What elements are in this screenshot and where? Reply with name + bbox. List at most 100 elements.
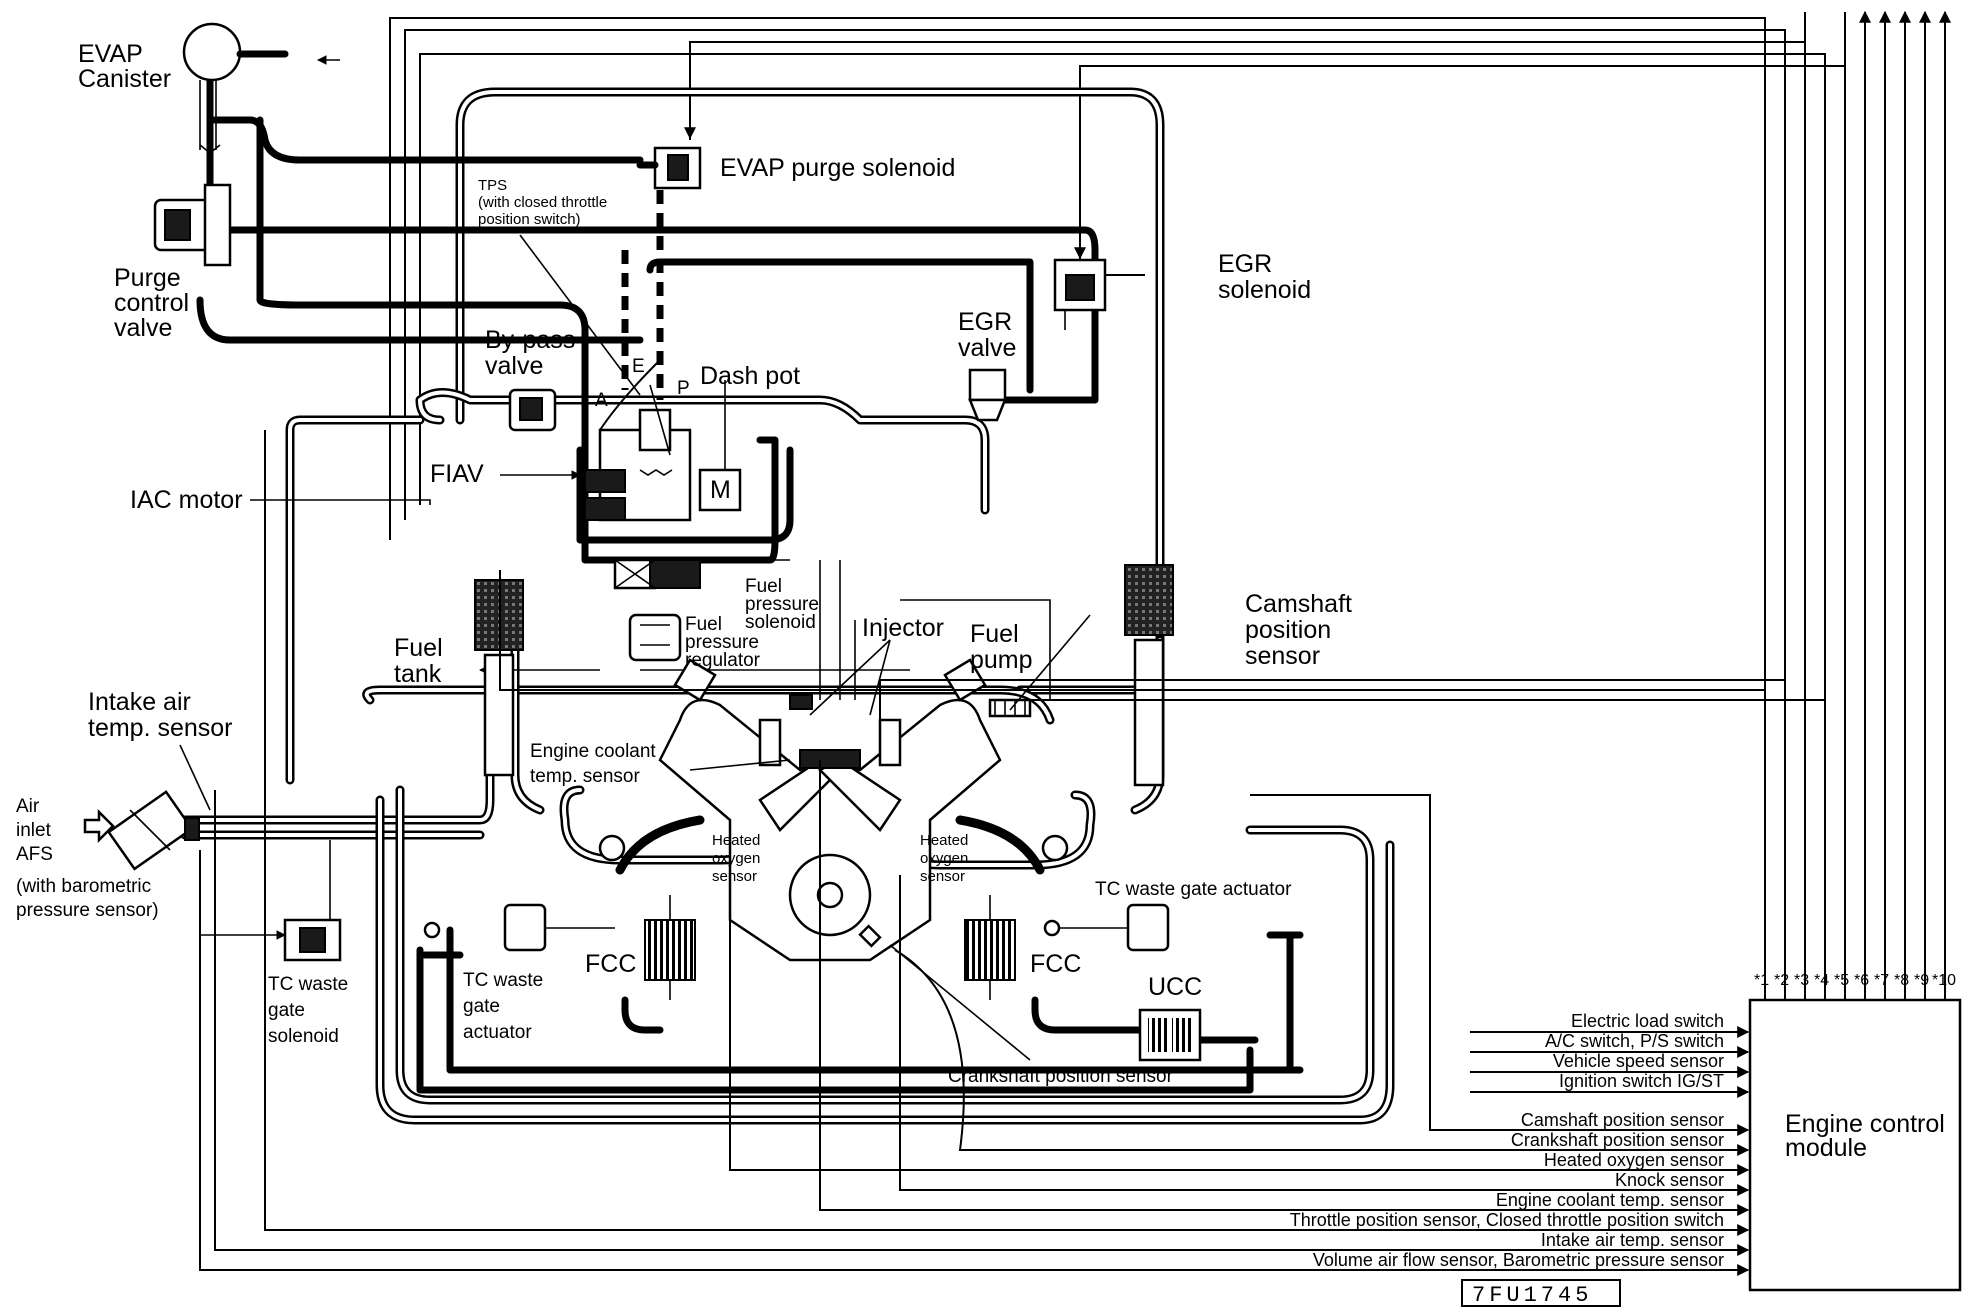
terminal-6: *6 bbox=[1854, 972, 1869, 989]
terminal-3: *3 bbox=[1794, 972, 1809, 989]
input-camshaft-position-sensor: Camshaft position sensor bbox=[1521, 1110, 1724, 1130]
tc-waste-gate-actuator-right-label: TC waste gate actuator bbox=[1095, 879, 1292, 900]
purge-control-valve-label: Purge control valve bbox=[114, 264, 189, 342]
ucc-label: UCC bbox=[1148, 973, 1202, 1001]
air-cleaner-right bbox=[1124, 564, 1174, 787]
engine-coolant-temp-sensor-label: Engine coolant temp. sensor bbox=[530, 741, 656, 787]
svg-text:Fuel: Fuel bbox=[970, 620, 1019, 648]
svg-text:TPS: TPS bbox=[478, 177, 507, 194]
svg-text:Fuel: Fuel bbox=[685, 614, 722, 635]
svg-text:(with closed throttle: (with closed throttle bbox=[478, 194, 607, 211]
svg-text:AFS: AFS bbox=[16, 844, 53, 865]
svg-text:sensor: sensor bbox=[1245, 642, 1320, 670]
svg-text:gate: gate bbox=[268, 1000, 305, 1021]
svg-text:Fuel: Fuel bbox=[745, 576, 782, 597]
ecm-input-labels: Electric load switch A/C switch, P/S swi… bbox=[1290, 1011, 1724, 1270]
svg-text:temp. sensor: temp. sensor bbox=[88, 714, 233, 742]
input-knock-sensor: Knock sensor bbox=[1615, 1170, 1724, 1190]
svg-text:regulator: regulator bbox=[685, 650, 761, 671]
fuel-tank-label: Fuel tank bbox=[394, 634, 443, 688]
svg-text:pump: pump bbox=[970, 646, 1033, 674]
svg-text:pressure: pressure bbox=[685, 632, 759, 653]
fuel-pressure-solenoid bbox=[613, 558, 701, 590]
throttle-body: M bbox=[508, 384, 742, 522]
input-engine-coolant-temp-sensor: Engine coolant temp. sensor bbox=[1496, 1190, 1724, 1210]
svg-text:Purge: Purge bbox=[114, 264, 181, 292]
intake-air-temp-sensor-label: Intake air temp. sensor bbox=[88, 688, 233, 742]
svg-text:EGR: EGR bbox=[1218, 250, 1272, 278]
svg-text:sensor: sensor bbox=[712, 868, 757, 885]
evap-canister-label: EVAP Canister bbox=[78, 40, 171, 93]
bypass-valve-label: By-pass valve bbox=[485, 326, 575, 380]
svg-text:Intake air: Intake air bbox=[88, 688, 191, 716]
terminal-4: *4 bbox=[1814, 972, 1829, 989]
input-vehicle-speed-sensor: Vehicle speed sensor bbox=[1553, 1051, 1724, 1071]
terminal-9: *9 bbox=[1914, 972, 1929, 989]
svg-text:pressure sensor): pressure sensor) bbox=[16, 900, 159, 921]
tc-waste-gate-solenoid-body bbox=[283, 840, 342, 962]
svg-text:By-pass: By-pass bbox=[485, 326, 575, 354]
svg-text:inlet: inlet bbox=[16, 820, 52, 841]
fiav-label: FIAV bbox=[430, 460, 484, 488]
tps-label: TPS (with closed throttle position switc… bbox=[478, 177, 607, 228]
terminal-1: *1 bbox=[1754, 972, 1769, 989]
input-volume-air-flow-sensor: Volume air flow sensor, Barometric press… bbox=[1313, 1250, 1724, 1270]
input-heated-oxygen-sensor: Heated oxygen sensor bbox=[1544, 1150, 1724, 1170]
camshaft-position-sensor-label: Camshaft position sensor bbox=[1245, 590, 1352, 670]
air-flow-sensor bbox=[83, 790, 200, 871]
engine-control-module bbox=[1748, 998, 1962, 1292]
evap-canister bbox=[182, 22, 340, 150]
svg-text:module: module bbox=[1785, 1134, 1867, 1162]
egr-solenoid bbox=[1053, 258, 1107, 330]
input-throttle-position-sensor: Throttle position sensor, Closed throttl… bbox=[1290, 1210, 1724, 1230]
svg-text:7FU1745: 7FU1745 bbox=[1472, 1283, 1592, 1308]
svg-text:oxygen: oxygen bbox=[712, 850, 760, 867]
terminal-7: *7 bbox=[1874, 972, 1889, 989]
ecm-input-wires bbox=[199, 12, 1846, 1276]
port-p-label: P bbox=[677, 378, 690, 399]
egr-valve bbox=[968, 368, 1007, 422]
svg-text:(with barometric: (with barometric bbox=[16, 876, 151, 897]
figure-id: 7FU1745 bbox=[1461, 1279, 1621, 1308]
fcc-right-label: FCC bbox=[1030, 950, 1081, 978]
svg-text:Camshaft: Camshaft bbox=[1245, 590, 1352, 618]
svg-text:Fuel: Fuel bbox=[394, 634, 443, 662]
input-intake-air-temp-sensor: Intake air temp. sensor bbox=[1541, 1230, 1724, 1250]
ecm-terminal-numbers: *1 *2 *3 *4 *5 *6 *7 *8 *9 *10 bbox=[1754, 972, 1956, 989]
ucc-body bbox=[1138, 1008, 1202, 1062]
egr-valve-label: EGR valve bbox=[958, 308, 1016, 362]
heated-oxygen-sensor-right-label: Heated oxygen sensor bbox=[920, 832, 968, 885]
svg-text:valve: valve bbox=[958, 334, 1016, 362]
svg-text:EVAP: EVAP bbox=[78, 40, 143, 68]
svg-text:temp. sensor: temp. sensor bbox=[530, 766, 640, 787]
engine-control-module-label: Engine control module bbox=[1785, 1110, 1945, 1162]
tc-waste-gate-actuator-left-body bbox=[423, 903, 615, 952]
injector-label: Injector bbox=[862, 614, 944, 642]
svg-text:EGR: EGR bbox=[958, 308, 1012, 336]
leader-lines bbox=[179, 234, 1091, 1061]
tc-waste-gate-actuator-left-label: TC waste gate actuator bbox=[463, 970, 543, 1043]
svg-text:Engine control: Engine control bbox=[1785, 1110, 1945, 1138]
svg-text:solenoid: solenoid bbox=[268, 1026, 339, 1047]
dash-pot-label: Dash pot bbox=[700, 362, 800, 390]
svg-text:solenoid: solenoid bbox=[1218, 276, 1311, 304]
svg-text:Air: Air bbox=[16, 796, 40, 817]
terminal-10: *10 bbox=[1932, 972, 1956, 989]
egr-solenoid-label: EGR solenoid bbox=[1218, 250, 1311, 304]
svg-text:valve: valve bbox=[485, 352, 543, 380]
svg-text:position switch): position switch) bbox=[478, 211, 581, 228]
fuel-pump-label: Fuel pump bbox=[970, 620, 1033, 674]
svg-text:Engine coolant: Engine coolant bbox=[530, 741, 656, 762]
svg-text:pressure: pressure bbox=[745, 594, 819, 615]
port-e-label: E bbox=[632, 356, 645, 377]
tc-waste-gate-solenoid-label: TC waste gate solenoid bbox=[268, 974, 348, 1047]
terminal-8: *8 bbox=[1894, 972, 1909, 989]
evap-purge-solenoid bbox=[636, 146, 702, 190]
fuel-pressure-regulator bbox=[628, 613, 682, 662]
svg-text:Heated: Heated bbox=[920, 832, 968, 849]
tc-waste-gate-actuator-right-body bbox=[1043, 903, 1170, 952]
terminal-2: *2 bbox=[1774, 972, 1789, 989]
svg-text:oxygen: oxygen bbox=[920, 850, 968, 867]
svg-text:TC waste: TC waste bbox=[268, 974, 348, 995]
